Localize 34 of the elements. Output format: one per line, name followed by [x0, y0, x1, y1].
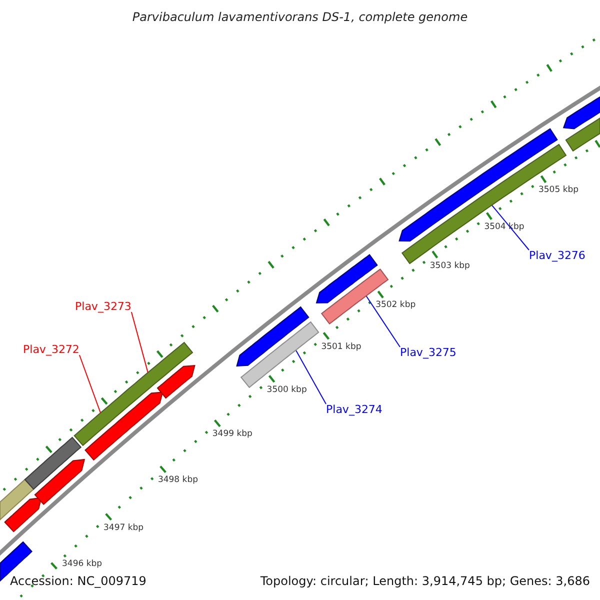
leader-line	[78, 354, 101, 414]
scale-label: 3504 kbp	[484, 223, 524, 232]
gene-bar	[34, 458, 86, 505]
accession-text: Accession: NC_009719	[10, 575, 146, 587]
leader-line	[491, 204, 530, 250]
leader-line	[366, 295, 400, 348]
scale-label: 3499 kbp	[212, 430, 252, 439]
gene-bar	[236, 306, 310, 367]
scale-label: 3505 kbp	[538, 186, 579, 195]
gene-bar	[316, 254, 378, 304]
scale-label: 3503 kbp	[430, 262, 470, 270]
scale-label: 3496 kbp	[62, 560, 102, 568]
gene-label: Plav_3275	[400, 347, 456, 358]
gene-bar	[4, 497, 42, 532]
leader-line	[295, 350, 326, 404]
gene-bar	[156, 364, 196, 399]
gene-bar	[398, 128, 558, 242]
scale-label: 3498 kbp	[158, 476, 198, 485]
gene-bar	[0, 478, 34, 521]
gene-bar	[84, 392, 164, 461]
scale-label: 3501 kbp	[321, 342, 362, 352]
gene-bar	[24, 436, 82, 490]
gene-bar	[562, 96, 600, 130]
gene-label: Plav_3274	[326, 404, 382, 415]
scale-label: 3500 kbp	[266, 386, 307, 394]
gene-bar	[565, 117, 600, 152]
scale-label: 3502 kbp	[376, 301, 416, 310]
gene-label: Plav_3273	[75, 301, 132, 312]
genome-info-text: Topology: circular; Length: 3,914,745 bp; Genes: 3,686	[260, 575, 590, 587]
scale-label: 3497 kbp	[104, 524, 144, 532]
gene-label: Plav_3276	[529, 250, 586, 261]
leader-line	[130, 312, 148, 374]
map-title: Parvibaculum lavamentivorans DS-1, complete genome	[131, 11, 469, 23]
gene-label: Plav_3272	[23, 344, 80, 355]
